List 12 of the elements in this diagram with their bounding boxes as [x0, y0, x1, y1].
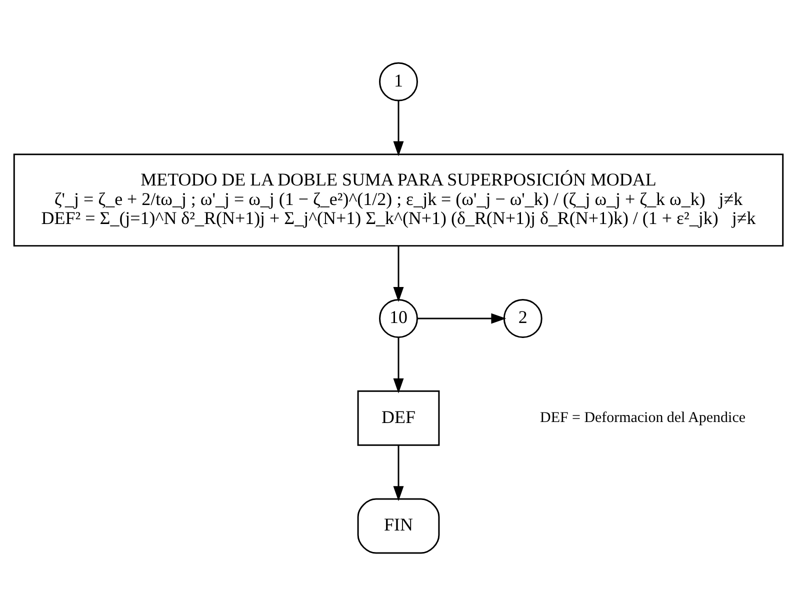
arrow — [393, 100, 404, 156]
arrow — [393, 446, 404, 502]
node-circle: 2 — [503, 299, 542, 338]
node-circle: 10 — [379, 299, 418, 338]
label: DEF = Deformacion del Apendice — [540, 410, 746, 426]
node-circle: 1 — [379, 62, 418, 102]
node-box: METODO DE LA DOBLE SUMA PARA SUPERPOSICIÓN MODAL ζ'_j = ζ_e + 2/tω_j ; ω'_j = ω_j (1 − ζ_e²)^(1/2) ; ε_jk = (ω'_j − ω'_k) / (ζ_j ω_j + ζ_k ω_k) j≠k DEF² = Σ_(j=1)^N δ²_R(N+1)j + Σ_j^(N+1) Σ_k^(N+1) (δ_R(N+1)j δ_R(N+1)k) / (1 + ε²_jk) j≠k — [13, 154, 784, 247]
arrow — [393, 337, 404, 394]
arrow — [417, 313, 506, 324]
arrow — [393, 246, 404, 302]
node-box: DEF — [357, 390, 440, 446]
node-box: FIN — [357, 498, 440, 554]
